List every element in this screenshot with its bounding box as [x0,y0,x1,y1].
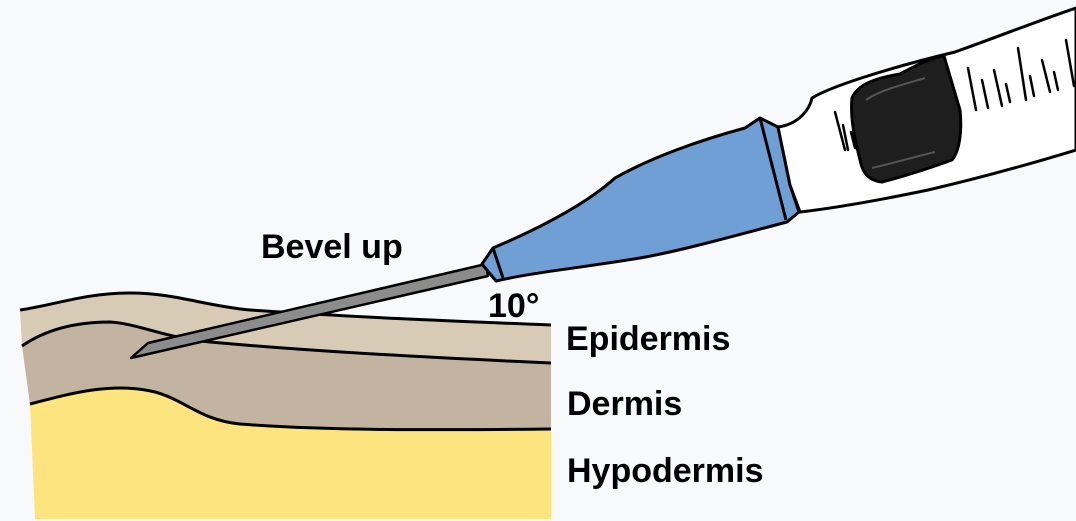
epidermis-label: Epidermis [566,320,730,358]
syringe-barrel [778,8,1076,212]
dermis-label: Dermis [567,385,682,423]
hub-body [482,118,799,281]
hypodermis-label: Hypodermis [567,452,764,490]
needle-hub [482,118,799,281]
angle-label: 10° [488,287,539,325]
skin-cross-section [20,293,551,519]
bevel-up-label: Bevel up [261,228,403,266]
